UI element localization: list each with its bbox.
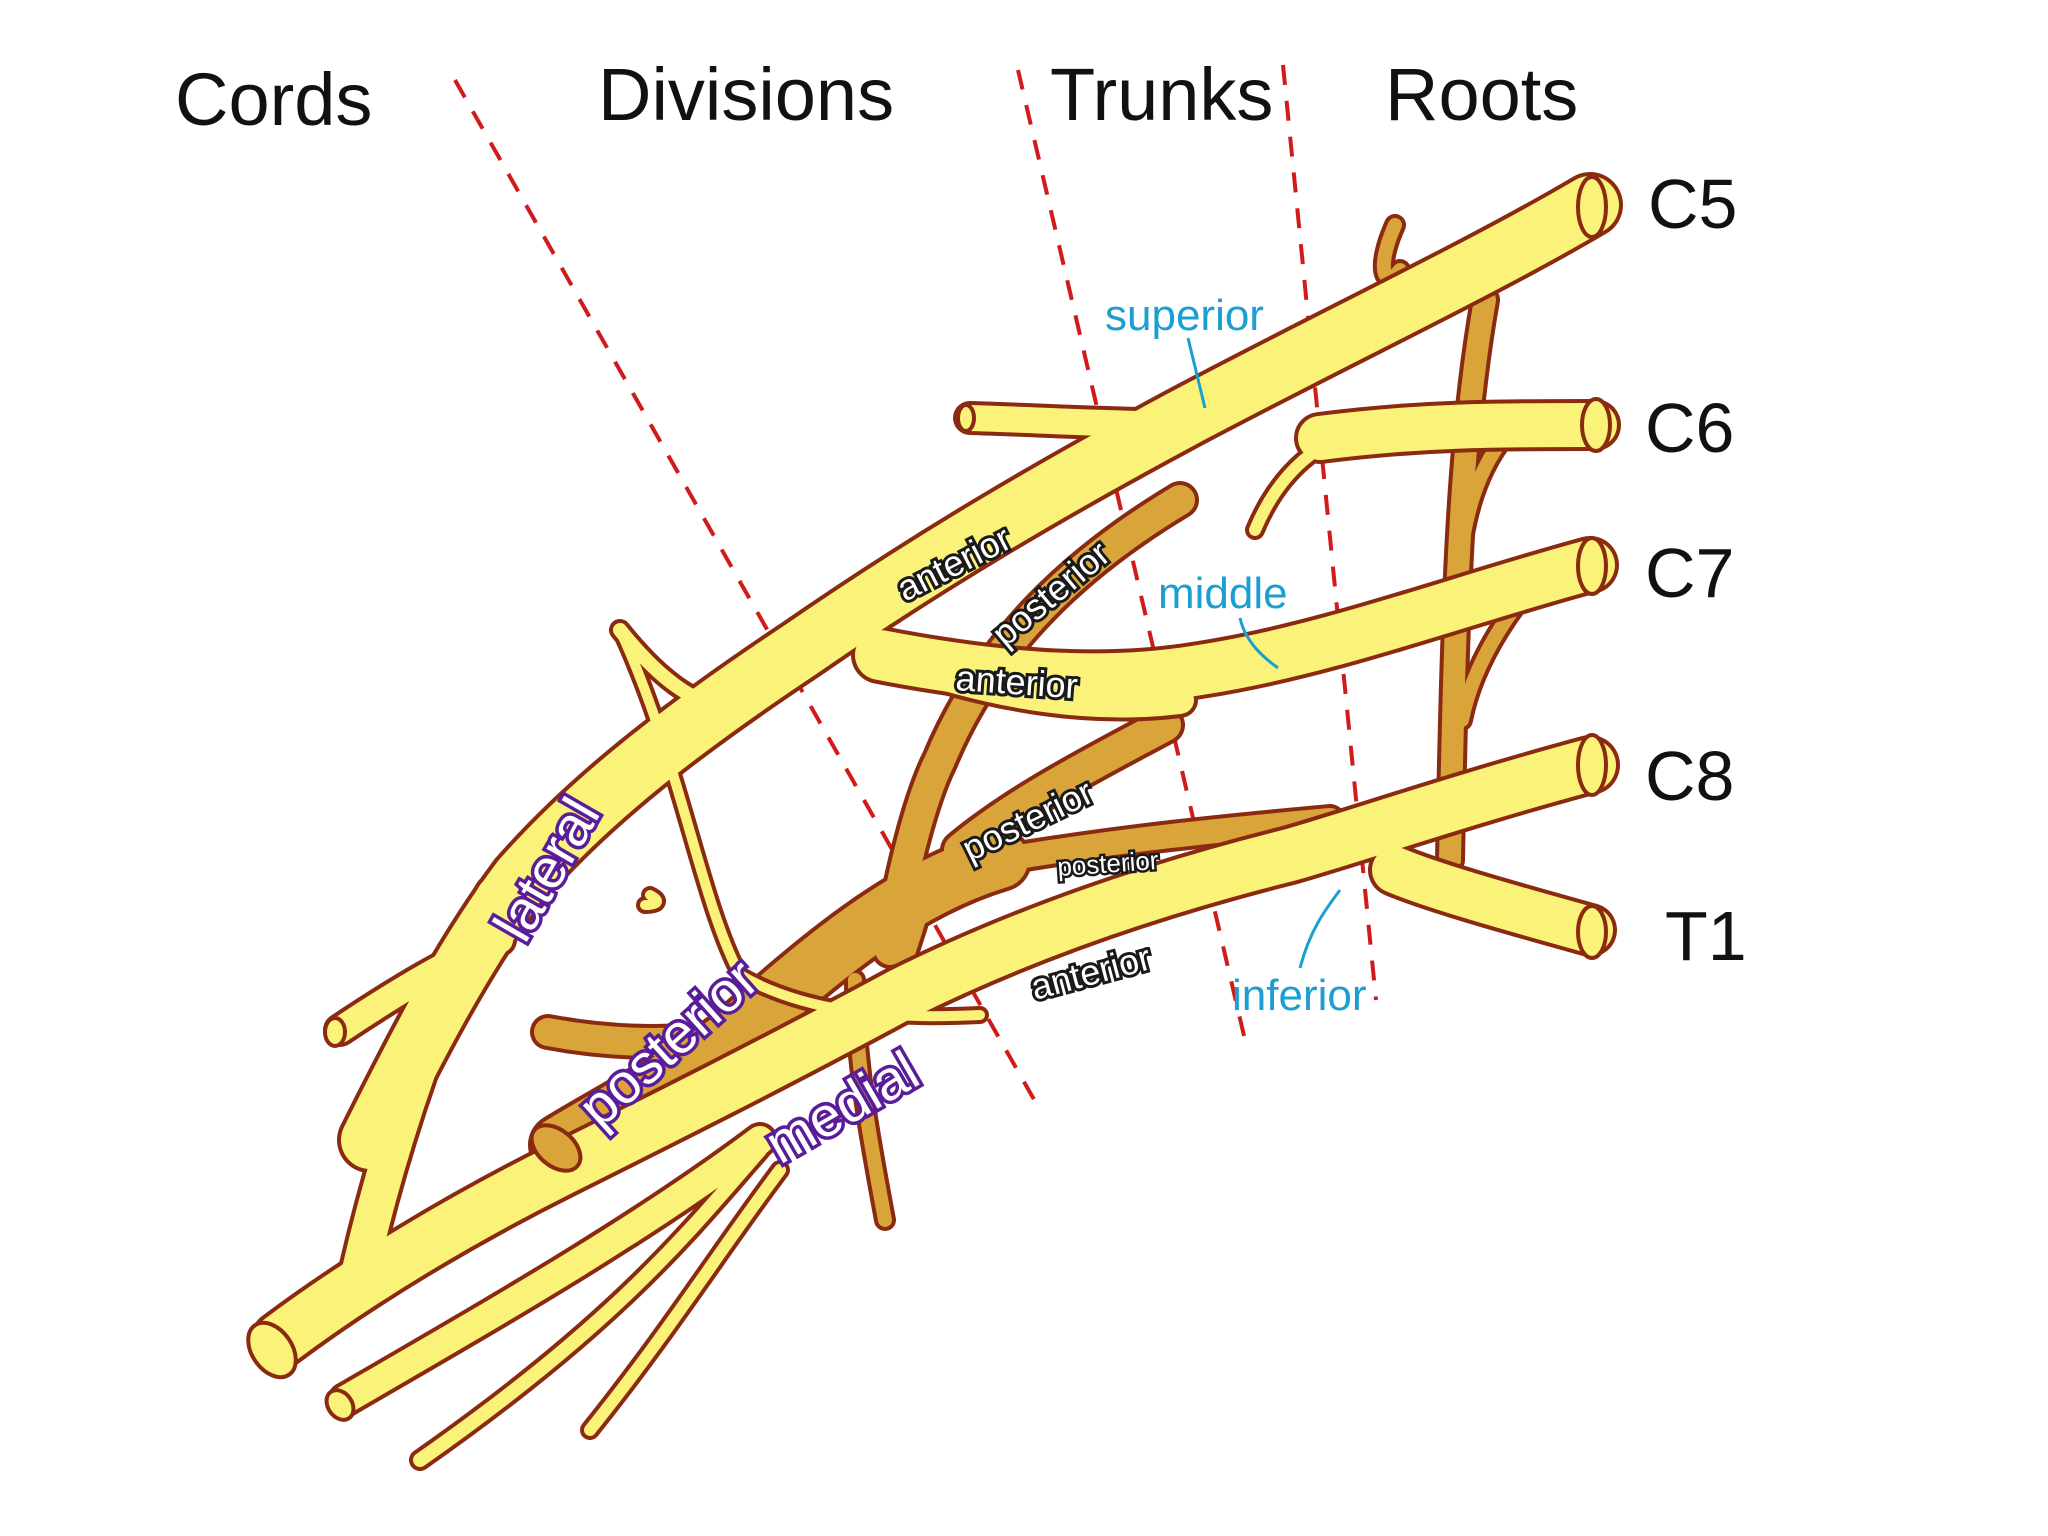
medial-branch-1: [331, 1126, 774, 1414]
root-label-t1: T1: [1665, 897, 1747, 975]
lateral-loop-2: [615, 625, 985, 1022]
branch1-end: [324, 1388, 356, 1422]
c7-end: [1576, 536, 1608, 596]
c6-join: [1249, 419, 1376, 536]
posterior-ends: [529, 1123, 583, 1173]
c5-end: [1576, 175, 1608, 239]
posterior-cord-end: [529, 1123, 583, 1173]
lateral-end: [323, 1016, 347, 1048]
t1-root: [1372, 847, 1613, 953]
stub-end: [956, 403, 976, 433]
leader-superior: [1186, 337, 1207, 409]
c5-hook: [1376, 218, 1407, 285]
header-trunks: Trunks: [1050, 53, 1273, 136]
header-roots: Roots: [1385, 53, 1578, 136]
leader-inferior: [1298, 889, 1342, 969]
separator-cords-divisions: [453, 79, 1042, 1111]
superior-trunk-stub: [957, 405, 1213, 438]
c8-end: [1576, 733, 1608, 797]
posterior-division-inferior: [988, 808, 1342, 872]
header-divisions: Divisions: [598, 53, 894, 136]
trunk-label-inferior: inferior: [1232, 971, 1367, 1020]
root-label-c5: C5: [1648, 165, 1737, 243]
yellow-nerves: [246, 172, 1623, 1471]
region-headers: Cords Divisions Trunks Roots: [175, 53, 1578, 141]
posterior-cord-branch: [534, 1018, 714, 1056]
c8-trunk: [254, 739, 1616, 1366]
lateral-loop: [613, 623, 742, 722]
root-labels: C5 C6 C7 C8 T1: [1645, 165, 1747, 975]
medial-to-lateral: [342, 877, 513, 1288]
c6-end: [1580, 397, 1612, 453]
trunk-label-middle: middle: [1158, 569, 1288, 618]
middle-anterior-division: [866, 641, 1194, 718]
header-cords: Cords: [175, 58, 372, 141]
middle-trunk: [855, 540, 1615, 704]
trunk-labels: superior middle inferior: [1105, 291, 1367, 1020]
leader-middle: [1238, 617, 1279, 670]
medial-end: [246, 1320, 298, 1380]
root-ends: [246, 175, 1612, 1422]
root-label-c6: C6: [1645, 389, 1734, 467]
division-label-anterior-middle: anterior: [954, 657, 1079, 706]
posterior-division-middle: [944, 709, 1181, 866]
trunk-label-superior: superior: [1105, 291, 1264, 340]
medial-branch-2: [413, 1143, 767, 1467]
lateral-loop-stub: [640, 890, 662, 910]
root-label-c7: C7: [1645, 534, 1734, 612]
t1-end: [1576, 904, 1608, 960]
separator-trunks-roots: [1281, 64, 1378, 1001]
medial-branch-3: [584, 1164, 786, 1436]
root-label-c8: C8: [1645, 737, 1734, 815]
